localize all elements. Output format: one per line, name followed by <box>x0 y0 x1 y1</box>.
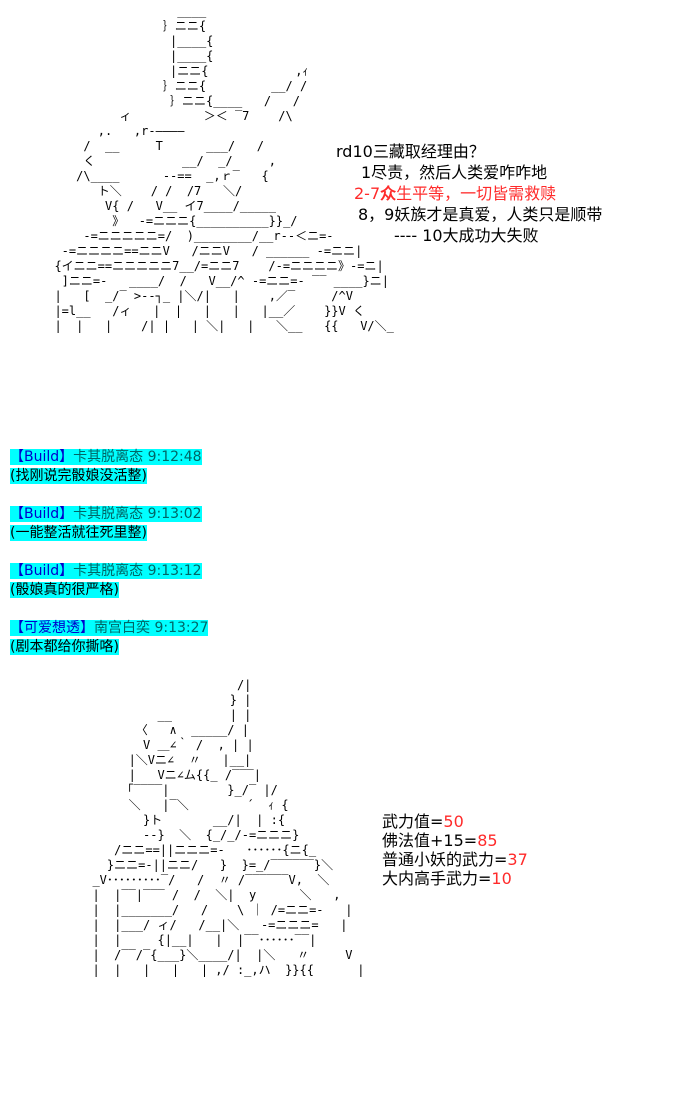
chat-text: (找刚说完骰娘没活整) <box>10 468 147 484</box>
chat-tag: 【可爱想透】 <box>10 620 94 636</box>
stat-value: 10 <box>491 869 512 888</box>
chat-sender: 卡其脱离态 <box>73 449 144 465</box>
ascii-art-top: ____ ｝ニニ{ |____{ |____{ |ニニ{ ,ｨ ｝ニニ{ __/… <box>54 4 394 333</box>
chat-sender: 南宫白奕 <box>94 620 150 636</box>
chat-sender: 卡其脱离态 <box>73 563 144 579</box>
chat-tag: 【Build】 <box>10 506 74 522</box>
chat-message: 【Build】卡其脱离态 9:12:48 (找刚说完骰娘没活整) <box>10 448 208 486</box>
dice-outcome-notes: rd10三藏取经理由？ 1尽责，然后人类爱咋咋地 2-7众生平等，一切皆需救赎 … <box>336 141 602 246</box>
stat-row: 大内高手武力=10 <box>382 869 528 888</box>
note-option-10-text: 10大成功大失败 <box>422 226 539 245</box>
chat-text: (一能整活就往死里整) <box>10 525 147 541</box>
note-option-2-7-prefix: 2-7 <box>354 184 381 203</box>
note-option-8-9: 8，9妖族才是真爱，人类只是顺带 <box>358 205 603 224</box>
note-option-2-7-bold: 众 <box>380 184 397 203</box>
note-option-2-7: 2-7众生平等，一切皆需救赎 <box>336 183 602 204</box>
chat-message: 【Build】卡其脱离态 9:13:12 (骰娘真的很严格) <box>10 562 208 600</box>
stats-panel: 武力值=50 佛法值+15=85 普通小妖的武力=37 大内高手武力=10 <box>382 812 528 888</box>
chat-sender: 卡其脱离态 <box>73 506 144 522</box>
chat-time: 9:13:27 <box>154 620 209 636</box>
stat-value: 85 <box>477 831 498 850</box>
chat-text: (骰娘真的很严格) <box>10 582 119 598</box>
chat-message: 【Build】卡其脱离态 9:13:02 (一能整活就往死里整) <box>10 505 208 543</box>
stat-label: 武力值= <box>382 812 444 831</box>
chat-tag: 【Build】 <box>10 449 74 465</box>
stat-row: 武力值=50 <box>382 812 528 831</box>
stat-label: 普通小妖的武力= <box>382 850 508 869</box>
note-option-10-dashes: ---- <box>394 226 418 245</box>
stat-value: 50 <box>443 812 464 831</box>
ascii-art-bottom: /| } | __ | | 〈 ∧ _____/ | V ＿∠｀ / , | |… <box>92 678 365 977</box>
note-title: rd10三藏取经理由？ <box>336 142 485 161</box>
note-option-2-7-rest: 生平等，一切皆需救赎 <box>396 184 557 203</box>
stat-label: 佛法值+15= <box>382 831 478 850</box>
chat-text: (剧本都给你撕咯) <box>10 639 119 655</box>
chat-tag: 【Build】 <box>10 563 74 579</box>
note-option-1: 1尽责，然后人类爱咋咋地 <box>361 163 548 182</box>
chat-time: 9:12:48 <box>147 449 202 465</box>
note-option-10: ---- 10大成功大失败 <box>336 225 602 246</box>
chat-time: 9:13:12 <box>147 563 202 579</box>
stat-value: 37 <box>507 850 528 869</box>
chat-time: 9:13:02 <box>147 506 202 522</box>
chat-message: 【可爱想透】南宫白奕 9:13:27 (剧本都给你撕咯) <box>10 619 209 657</box>
stat-label: 大内高手武力= <box>382 869 492 888</box>
stat-row: 佛法值+15=85 <box>382 831 528 850</box>
chat-log: 【Build】卡其脱离态 9:12:48 (找刚说完骰娘没活整) 【Build】… <box>10 448 209 676</box>
stat-row: 普通小妖的武力=37 <box>382 850 528 869</box>
